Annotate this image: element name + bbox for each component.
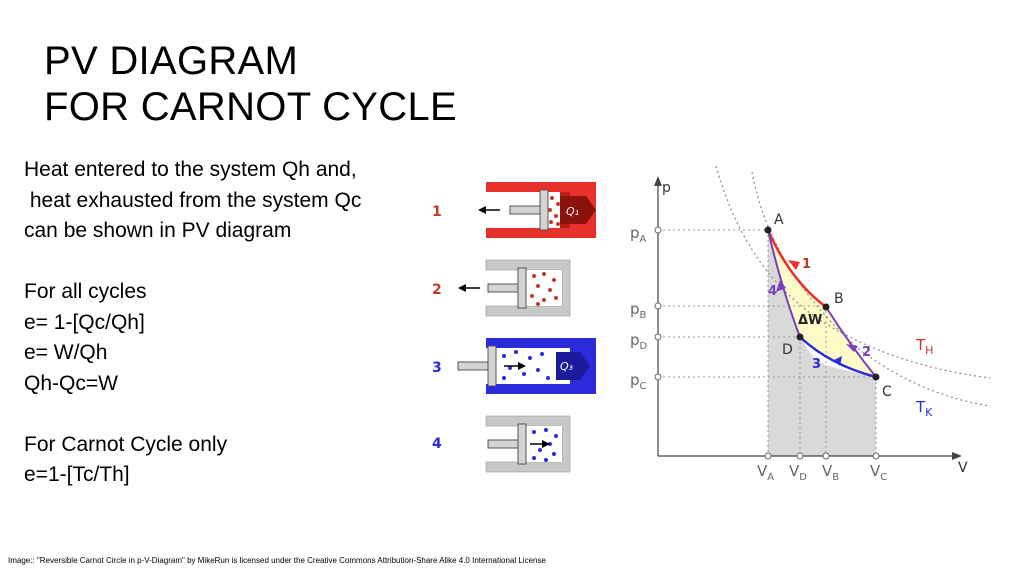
v-label-d: VD — [789, 462, 807, 483]
pv-diagram: p V pA pB pD pC VA VD VB VC — [630, 165, 991, 483]
piston-1: 1 Q₁ — [432, 182, 596, 238]
piston-head — [539, 189, 549, 231]
heat-label-q1: Q₁ — [566, 205, 579, 218]
body-line — [24, 399, 424, 430]
image-credit: Image:: "Reversible Carnot Circle in p-V… — [8, 556, 546, 565]
gas-particles — [530, 272, 558, 306]
area-under-cycle — [768, 230, 876, 456]
piston-step-label: 1 — [432, 204, 442, 220]
gas-particles — [502, 350, 550, 380]
v-label-c: VC — [870, 462, 887, 483]
body-line: heat exhausted from the system Qc — [24, 188, 362, 212]
v-label-b: VB — [822, 462, 839, 483]
arrow-process-3 — [834, 356, 842, 366]
piston-head — [487, 345, 497, 387]
body-line: e= 1-[Qc/Qh] — [24, 310, 145, 334]
cylinder-gray — [485, 415, 571, 473]
title-line-2: FOR CARNOT CYCLE — [44, 85, 458, 129]
isotherm-tk — [751, 171, 991, 407]
v-ticks — [764, 452, 880, 460]
title-line-1: PV DIAGRAM — [44, 39, 299, 83]
work-label: ΔW — [798, 313, 822, 328]
heat-arrow-shape — [560, 196, 596, 224]
piston-head — [517, 423, 527, 465]
piston-rod — [487, 283, 519, 293]
arrow-process-4 — [776, 280, 786, 292]
point-label-b: B — [834, 291, 844, 307]
v-label-a: VA — [757, 462, 774, 483]
piston-rod — [509, 205, 541, 215]
piston-head — [517, 267, 527, 309]
state-points — [764, 226, 880, 381]
piston-3: 3 Q₃ — [432, 338, 596, 394]
piston-step-label: 3 — [432, 360, 442, 376]
point-label-d: D — [782, 342, 793, 358]
step-label-4: 4 — [768, 284, 777, 299]
body-line: For Carnot Cycle only — [24, 432, 228, 456]
step-label-1: 1 — [802, 257, 811, 272]
body-line: Qh-Qc=W — [24, 371, 118, 395]
arrow-process-1 — [788, 260, 800, 270]
p-ticks — [654, 226, 662, 381]
piston-rod — [487, 439, 519, 449]
p-label-c: pC — [630, 371, 647, 392]
piston-4: 4 — [432, 415, 571, 473]
body-text: Heat entered to the system Qh and, heat … — [24, 155, 424, 491]
p-label-b: pB — [630, 300, 647, 321]
axis-label-p: p — [662, 180, 671, 196]
point-label-a: A — [774, 212, 784, 228]
isotherm-th — [715, 165, 991, 379]
arrow-process-2 — [846, 344, 858, 352]
work-area — [768, 230, 876, 377]
p-guides — [658, 229, 876, 378]
body-line: For all cycles — [24, 280, 147, 303]
axis-label-v: V — [958, 460, 968, 476]
heat-arrow-shape — [556, 352, 590, 380]
piston-step-label: 2 — [432, 282, 442, 298]
point-label-c: C — [882, 384, 892, 400]
v-guides — [767, 230, 877, 456]
process-1-hot-isotherm — [766, 229, 827, 308]
piston-2: 2 — [432, 259, 571, 317]
cylinder-gray — [485, 259, 571, 317]
body-line: Heat entered to the system Qh and, — [24, 158, 357, 181]
piston-rod — [457, 361, 489, 371]
temp-label-tk: TK — [915, 398, 933, 419]
step-label-3: 3 — [812, 357, 821, 372]
body-line: can be shown in PV diagram — [24, 219, 292, 242]
process-3-cold-isotherm — [799, 336, 877, 379]
p-label-a: pA — [630, 224, 647, 245]
temp-label-th: TH — [915, 336, 933, 357]
p-label-d: pD — [630, 331, 648, 352]
body-line — [24, 247, 424, 278]
piston-diagram: 1 Q₁ 2 3 — [432, 182, 596, 473]
step-label-2: 2 — [862, 345, 871, 360]
heat-label-q3: Q₃ — [560, 360, 574, 373]
body-line: e= W/Qh — [24, 341, 108, 364]
piston-step-label: 4 — [432, 436, 442, 452]
body-line: e=1-[Tc/Th] — [24, 463, 130, 486]
gas-particles — [548, 196, 560, 226]
process-2-adiabatic — [825, 306, 877, 378]
slide-title: PV DIAGRAM FOR CARNOT CYCLE — [44, 38, 457, 130]
gas-particles — [532, 428, 558, 462]
